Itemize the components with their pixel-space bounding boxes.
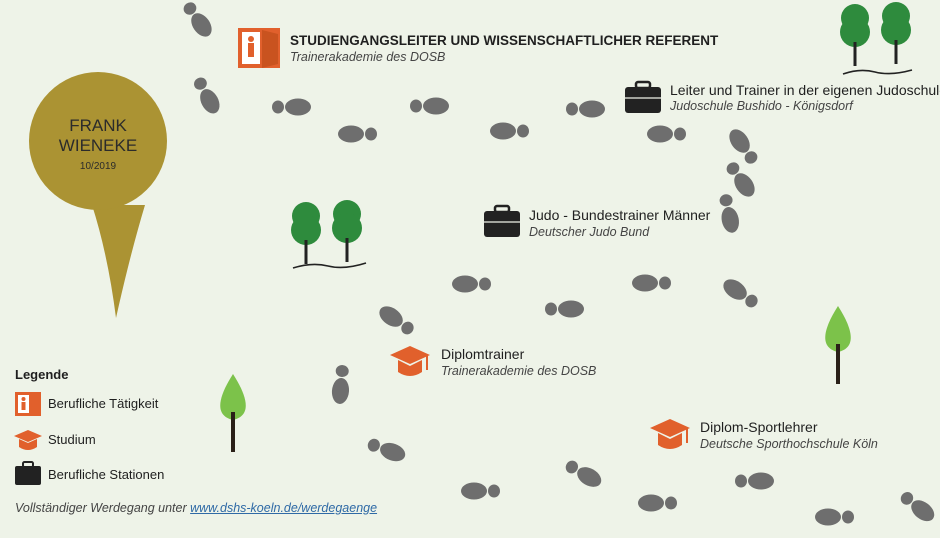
- tree-group-top-right: [840, 2, 913, 75]
- legend-label-beruflich: Berufliche Tätigkeit: [48, 396, 159, 411]
- footprint: [452, 275, 491, 293]
- footprint: [632, 274, 671, 292]
- footprint: [365, 435, 408, 465]
- station-subtitle-sportlehrer: Deutsche Sporthochschule Köln: [700, 437, 878, 451]
- legend-label-stationen: Berufliche Stationen: [48, 467, 165, 482]
- werdegaenge-link[interactable]: www.dshs-koeln.de/werdegaenge: [190, 501, 378, 515]
- door-person-icon: [238, 28, 280, 68]
- tree-cone-right: [825, 306, 851, 384]
- legend-door-person-icon: [15, 392, 41, 416]
- footprint: [190, 74, 224, 117]
- graduation-cap-icon: [650, 419, 690, 449]
- tree-group-middle: [291, 200, 367, 269]
- footprint: [330, 364, 352, 405]
- station-title-diplomtrainer: Diplomtrainer: [441, 346, 525, 362]
- footprint: [179, 0, 216, 41]
- footprint: [725, 125, 762, 168]
- name-pin: [29, 72, 167, 318]
- station-title-referent: STUDIENGANGSLEITER UND WISSENSCHAFTLICHE…: [290, 33, 719, 48]
- briefcase-icon: [484, 204, 520, 237]
- station-title-sportlehrer: Diplom-Sportlehrer: [700, 419, 818, 435]
- station-subtitle-bundestrainer: Deutscher Judo Bund: [529, 225, 650, 239]
- footprint: [566, 100, 605, 118]
- legend-label-studium: Studium: [48, 432, 96, 447]
- pin-last-name: WIENEKE: [58, 136, 138, 155]
- footprint: [719, 275, 762, 312]
- footer-prefix: Vollständiger Werdegang unter: [15, 501, 191, 515]
- footprint: [647, 125, 686, 143]
- footprint: [338, 125, 377, 143]
- legend-graduation-cap-icon: [14, 430, 42, 450]
- tree-cone-left: [220, 374, 246, 452]
- pin-date: 10/2019: [79, 161, 117, 172]
- footprint: [410, 97, 449, 115]
- footer-text: Vollständiger Werdegang unter www.dshs-k…: [15, 501, 377, 515]
- footprint: [375, 302, 418, 339]
- footprint: [638, 494, 677, 512]
- briefcase-icon: [625, 80, 661, 113]
- footprint: [545, 300, 584, 318]
- legend-briefcase-icon: [15, 461, 41, 485]
- station-subtitle-diplomtrainer: Trainerakademie des DOSB: [441, 364, 597, 378]
- legend-title: Legende: [15, 367, 69, 382]
- footprint: [897, 487, 939, 526]
- pin-first-name: FRANK: [69, 116, 127, 135]
- footprint: [562, 456, 605, 491]
- footprint: [490, 122, 529, 140]
- footprint: [735, 472, 774, 490]
- station-title-bundestrainer: Judo - Bundestrainer Männer: [529, 207, 711, 223]
- station-subtitle-judoschule: Judoschule Bushido - Königsdorf: [670, 99, 853, 113]
- footprint: [815, 508, 854, 526]
- graduation-cap-icon: [390, 346, 430, 376]
- footprint: [272, 98, 311, 116]
- footprint: [461, 482, 500, 500]
- footprint: [722, 158, 759, 201]
- footprint: [716, 192, 742, 235]
- station-subtitle-referent: Trainerakademie des DOSB: [290, 50, 446, 64]
- station-title-judoschule: Leiter und Trainer in der eigenen Judosc…: [670, 82, 940, 98]
